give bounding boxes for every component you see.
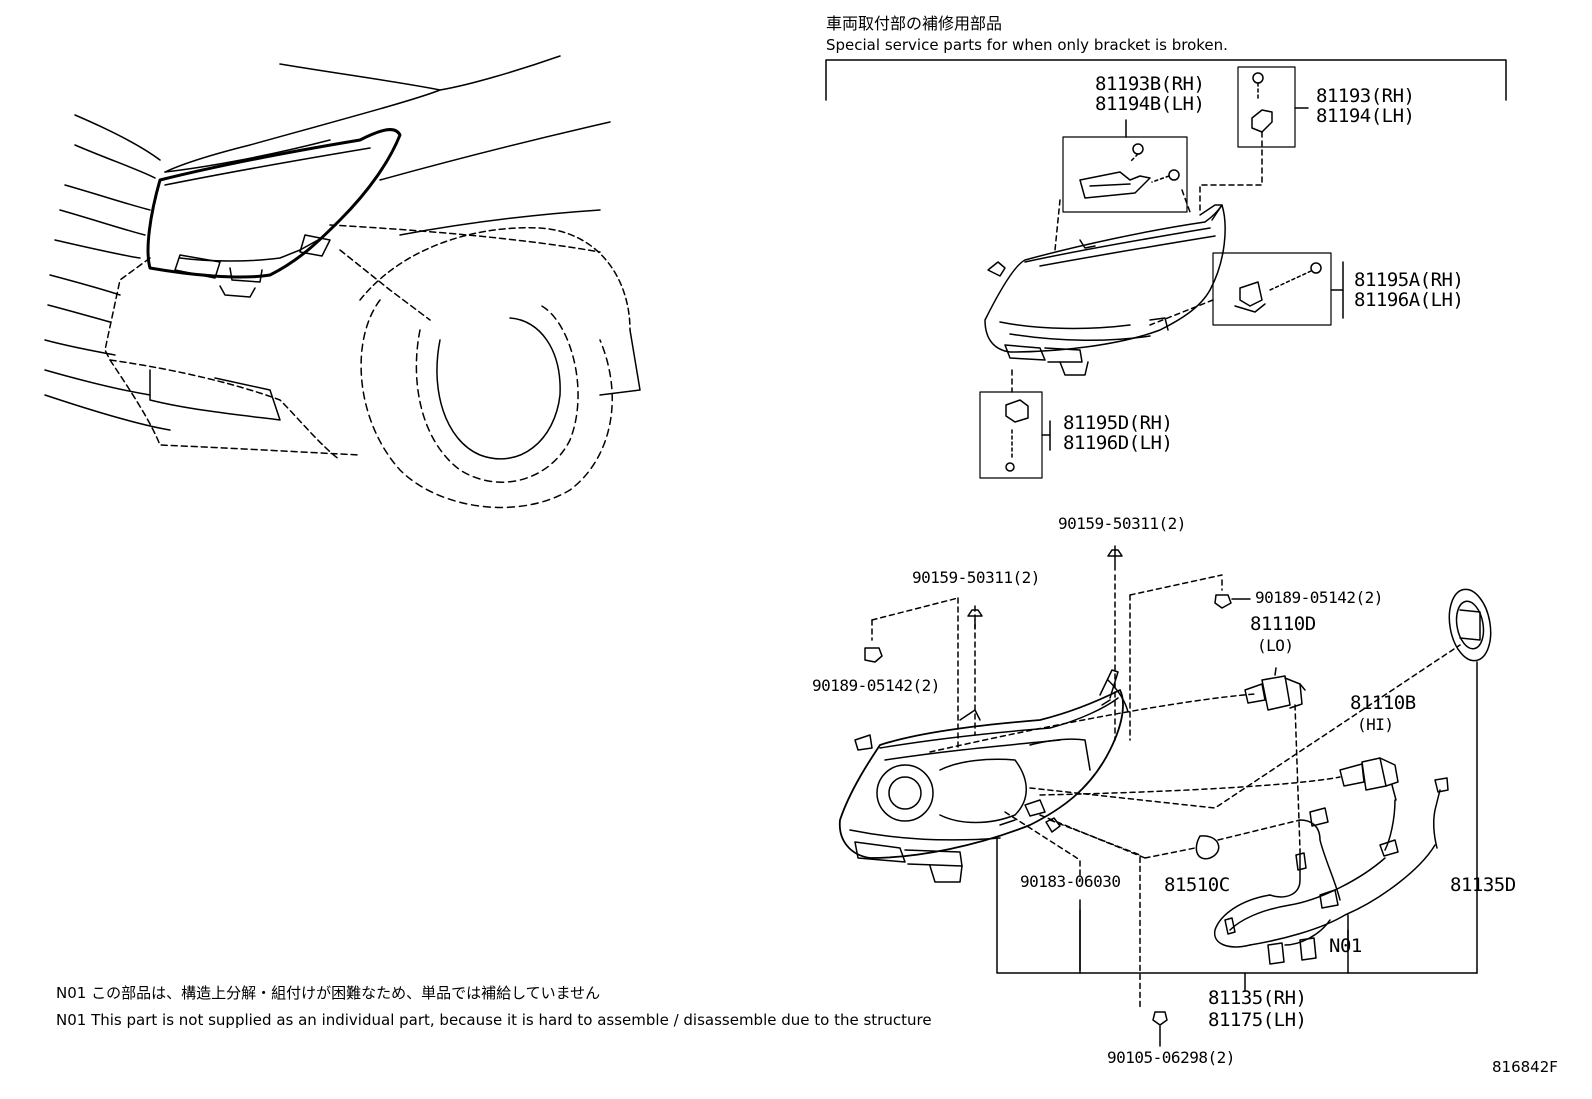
label-81193-lh: 81194(LH) — [1316, 105, 1415, 127]
lower-assembly-leader-lines — [864, 545, 1461, 1047]
label-headlamp-rh: 81135(RH) — [1208, 987, 1307, 1009]
label-bulb-hi: 81110B — [1350, 692, 1416, 714]
headlamp-lower-assembly — [838, 669, 1129, 883]
part-81195A-box — [1149, 252, 1344, 326]
label-81195D-lh: 81196D(LH) — [1063, 432, 1173, 454]
part-81193-box — [1199, 66, 1309, 213]
part-81195D-box — [979, 369, 1051, 479]
label-n01: N01 — [1329, 935, 1362, 957]
label-headlamp-lh: 81175(LH) — [1208, 1009, 1307, 1031]
label-81195D-rh: 81195D(RH) — [1063, 412, 1173, 434]
label-screw-left: 90159-50311(2) — [912, 568, 1040, 587]
label-81195A-rh: 81195A(RH) — [1354, 269, 1464, 291]
figure-id: 816842F — [1492, 1058, 1558, 1076]
note-jp: N01 この部品は、構造上分解・組付けが困難なため、単品では補給していません — [56, 984, 601, 1002]
bulb-harness-grommet — [1195, 588, 1492, 974]
label-81195A-lh: 81196A(LH) — [1354, 289, 1464, 311]
vehicle-front-illustration — [44, 55, 641, 509]
header-en: Special service parts for when only brac… — [826, 36, 1228, 54]
label-harness: 81135D — [1450, 874, 1516, 896]
label-leader-lines — [1049, 261, 1344, 451]
label-81193B-lh: 81194B(LH) — [1095, 93, 1205, 115]
note-en: N01 This part is not supplied as an indi… — [56, 1011, 932, 1029]
label-bulb-lo-sub: (LO) — [1257, 636, 1294, 655]
headlamp-upper-sketch — [984, 204, 1226, 376]
label-nut-right: 90189-05142(2) — [1255, 588, 1383, 607]
header-jp: 車両取付部の補修用部品 — [826, 14, 1003, 33]
label-bulb-hi-sub: (HI) — [1357, 715, 1394, 734]
part-81193B-box — [1054, 119, 1191, 251]
label-bulb-lo: 81110D — [1250, 613, 1316, 635]
socket-90183-icon — [1045, 817, 1061, 833]
label-81193B-rh: 81193B(RH) — [1095, 73, 1205, 95]
label-81193-rh: 81193(RH) — [1316, 85, 1415, 107]
label-bolt-bottom: 90105-06298(2) — [1107, 1048, 1235, 1067]
label-nut-left: 90189-05142(2) — [812, 676, 940, 695]
label-screw-top: 90159-50311(2) — [1058, 514, 1186, 533]
label-socket: 90183-06030 — [1020, 872, 1121, 891]
label-bulb-small: 81510C — [1164, 874, 1230, 896]
assembly-bracket-lines — [996, 837, 1478, 991]
bracket-group-bracket-box — [825, 59, 1507, 101]
